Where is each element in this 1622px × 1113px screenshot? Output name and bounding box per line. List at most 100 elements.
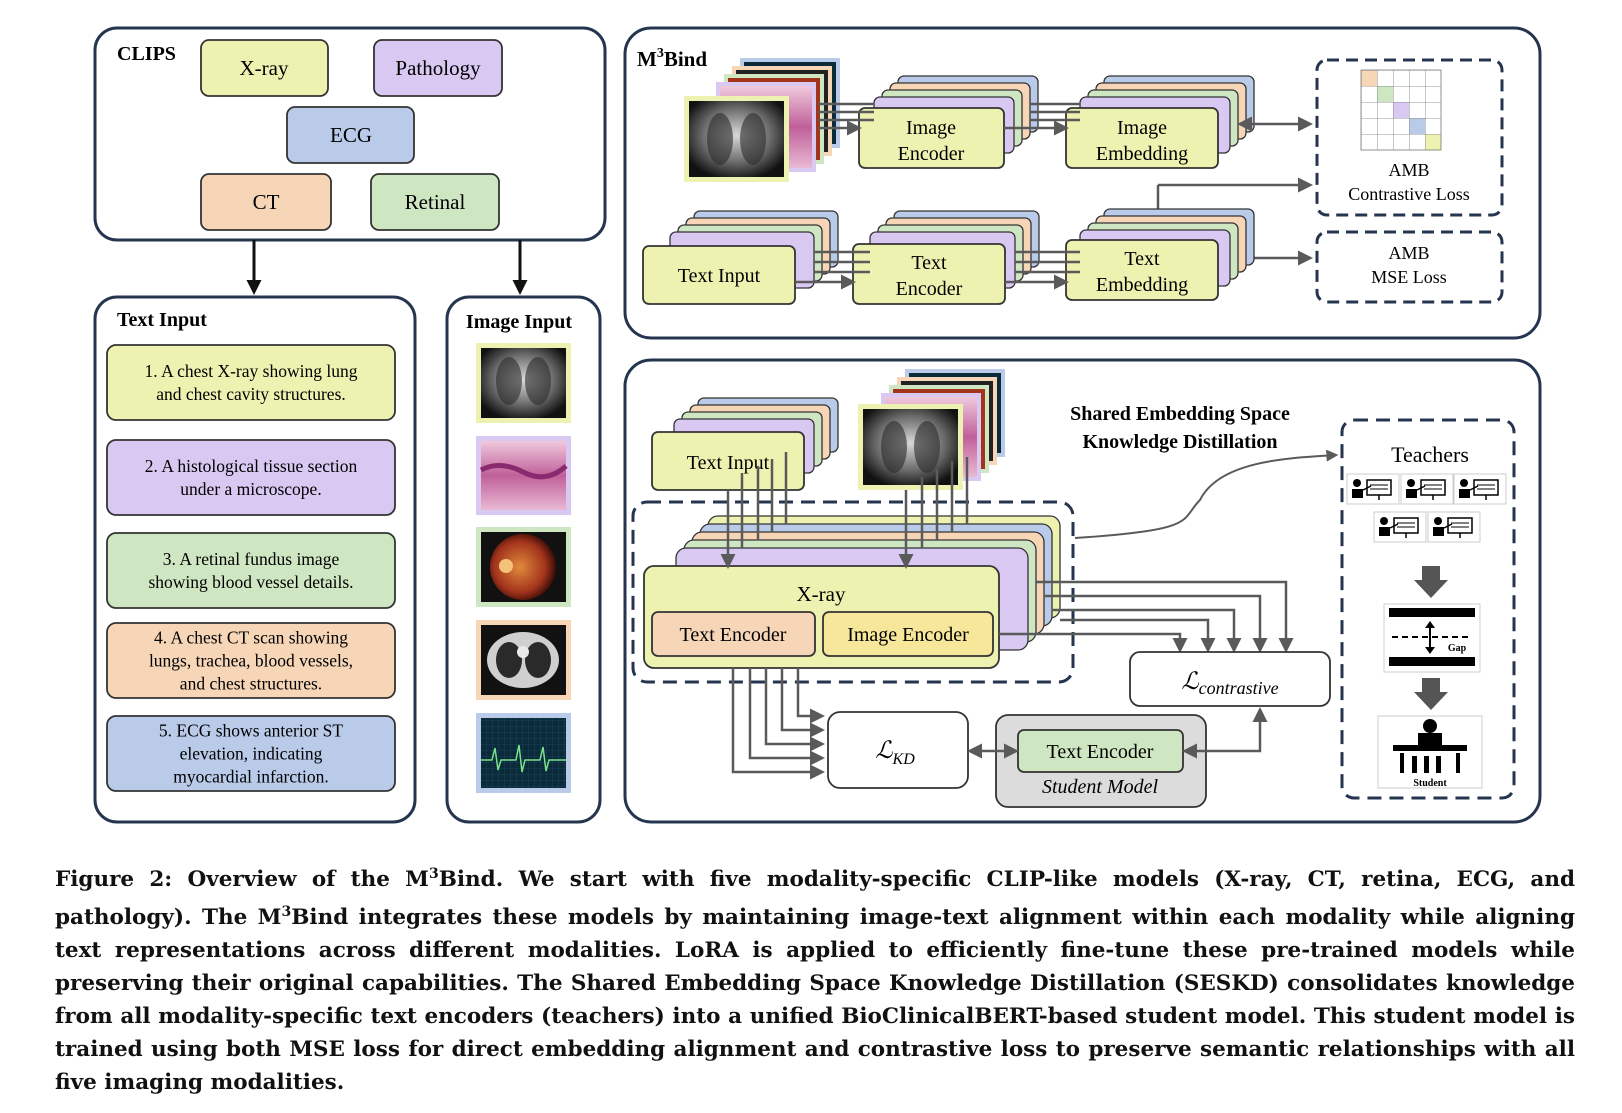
svg-text:Contrastive Loss: Contrastive Loss xyxy=(1348,184,1470,204)
teacher-icon xyxy=(1400,473,1454,505)
svg-text:X-ray: X-ray xyxy=(797,582,846,606)
m3bind-image-stack xyxy=(684,58,840,182)
m3bind-text-input: Text Input xyxy=(642,210,839,305)
text-input-item-line: showing blood vessel details. xyxy=(148,572,353,592)
svg-text:Encoder: Encoder xyxy=(898,143,965,165)
text-input-item-line: elevation, indicating xyxy=(180,744,323,764)
clips-modality-retinal: Retinal xyxy=(370,173,500,231)
seskd-input-arrows xyxy=(720,452,969,569)
seskd-teachers-arrow xyxy=(1074,449,1339,539)
loss-contrastive-box: ℒcontrastive xyxy=(1129,651,1331,707)
svg-text:Text Input: Text Input xyxy=(678,265,761,287)
teachers-box: Teachers Gap xyxy=(1340,418,1516,800)
gap-icon: Gap xyxy=(1383,603,1481,673)
amb-mse-loss: AMB MSE Loss xyxy=(1315,230,1504,304)
svg-text:ℒcontrastive: ℒcontrastive xyxy=(1181,669,1278,698)
clips-title: CLIPS xyxy=(117,43,176,65)
seskd-text-encoder xyxy=(651,611,816,657)
svg-text:Pathology: Pathology xyxy=(395,56,481,80)
similarity-matrix xyxy=(1360,69,1442,151)
text-input-item-line: and chest cavity structures. xyxy=(156,384,346,404)
seskd-kd-arrows xyxy=(731,668,825,780)
svg-text:Embedding: Embedding xyxy=(1096,143,1188,165)
teacher-icon xyxy=(1453,473,1507,505)
seskd-text-input: Text Input xyxy=(651,397,839,491)
clips-modality-ct: CT xyxy=(200,173,332,231)
image-input-title: Image Input xyxy=(466,311,572,333)
seskd-panel: Shared Embedding Space Knowledge Distill… xyxy=(623,358,1542,824)
figure-diagram: CLIPS X-ray Pathology ECG CT Retinal Tex… xyxy=(93,26,1542,824)
m3bind-image-embedding: Image Embedding xyxy=(1065,75,1255,169)
svg-text:Text: Text xyxy=(911,252,947,274)
text-input-item-line: myocardial infarction. xyxy=(173,767,329,787)
svg-text:Student: Student xyxy=(1413,778,1447,789)
image-input-panel: Image Input xyxy=(445,295,602,824)
text-input-item: 3. A retinal fundus image showing blood v… xyxy=(106,532,396,609)
text-input-item-line: 4. A chest CT scan showing xyxy=(154,628,348,648)
retina-fundus-thumbnail xyxy=(476,527,571,607)
svg-text:Gap: Gap xyxy=(1448,643,1467,654)
clips-modality-xray: X-ray xyxy=(200,39,329,97)
ct-scan-thumbnail xyxy=(476,620,571,700)
seskd-image-stack xyxy=(858,369,1005,490)
seskd-title-line1: Shared Embedding Space xyxy=(1070,403,1290,425)
svg-text:MSE Loss: MSE Loss xyxy=(1371,267,1447,287)
m3bind-text-encoder: Text Encoder xyxy=(852,210,1040,305)
svg-text:Image: Image xyxy=(1117,117,1167,139)
svg-text:Text Encoder: Text Encoder xyxy=(680,624,787,646)
down-arrow-icon xyxy=(1414,566,1448,598)
text-input-item: 4. A chest CT scan showing lungs, trachea… xyxy=(106,622,396,699)
m3bind-panel: M3Bind Image Encoder xyxy=(623,26,1542,340)
loss-kd-box: ℒKD xyxy=(827,711,969,789)
amb-contrastive-loss: AMB Contrastive Loss xyxy=(1315,58,1504,217)
svg-text:Student Model: Student Model xyxy=(1042,776,1159,798)
text-input-item-line: 3. A retinal fundus image xyxy=(163,549,340,569)
m3bind-text-embedding: Text Embedding xyxy=(1065,208,1255,301)
chest-xray-thumbnail xyxy=(476,343,571,423)
svg-text:Text Encoder: Text Encoder xyxy=(1047,741,1154,763)
text-input-item-line: 1. A chest X-ray showing lung xyxy=(145,361,358,381)
teacher-icon xyxy=(1373,511,1427,543)
svg-text:X-ray: X-ray xyxy=(240,56,289,80)
text-input-item: 2. A histological tissue section under a … xyxy=(106,439,396,516)
text-input-item: 1. A chest X-ray showing lung and chest c… xyxy=(106,344,396,421)
svg-text:ECG: ECG xyxy=(330,123,372,147)
seskd-clip-model-stack: X-ray Text Encoder Image Encoder xyxy=(643,515,1061,669)
svg-text:AMB: AMB xyxy=(1388,243,1429,263)
svg-text:CT: CT xyxy=(253,190,280,214)
svg-text:Text: Text xyxy=(1124,248,1160,270)
text-input-item-line: lungs, trachea, blood vessels, xyxy=(149,651,353,671)
svg-text:Image: Image xyxy=(906,117,956,139)
svg-text:Encoder: Encoder xyxy=(896,278,963,300)
text-input-item-line: under a microscope. xyxy=(180,479,321,499)
histology-thumbnail xyxy=(476,436,571,515)
svg-text:Image Encoder: Image Encoder xyxy=(847,624,969,646)
text-input-panel: Text Input 1. A chest X-ray showing lung… xyxy=(93,295,417,824)
text-input-item-line: and chest structures. xyxy=(180,674,322,694)
clips-modality-ecg: ECG xyxy=(286,106,415,164)
student-model: Text Encoder Student Model xyxy=(995,714,1207,808)
down-arrow-icon xyxy=(1414,678,1448,710)
svg-text:ℒKD: ℒKD xyxy=(875,738,915,768)
svg-text:AMB: AMB xyxy=(1388,160,1429,180)
svg-text:Teachers: Teachers xyxy=(1391,442,1469,467)
seskd-image-encoder xyxy=(822,611,994,657)
text-input-title: Text Input xyxy=(117,309,207,331)
clips-panel: CLIPS X-ray Pathology ECG CT Retinal xyxy=(93,26,607,242)
teacher-icon xyxy=(1427,511,1481,543)
svg-text:Retinal: Retinal xyxy=(405,190,466,214)
m3bind-image-encoder: Image Encoder xyxy=(858,75,1039,169)
seskd-contrastive-arrows xyxy=(999,580,1294,653)
clips-modality-pathology: Pathology xyxy=(373,39,503,97)
student-icon: Student xyxy=(1377,715,1483,789)
m3bind-text-connectors xyxy=(795,250,1080,290)
figure-caption: Figure 2: Overview of the M3Bind. We sta… xyxy=(55,866,1575,1096)
seskd-clip-models-group xyxy=(631,500,1075,684)
text-input-item-line: 2. A histological tissue section xyxy=(145,456,358,476)
seskd-title-line2: Knowledge Distillation xyxy=(1082,431,1277,453)
ecg-trace-thumbnail xyxy=(476,713,571,793)
svg-text:Embedding: Embedding xyxy=(1096,274,1188,296)
m3bind-title: M3Bind xyxy=(637,46,707,71)
student-loss-arrows xyxy=(967,707,1268,759)
